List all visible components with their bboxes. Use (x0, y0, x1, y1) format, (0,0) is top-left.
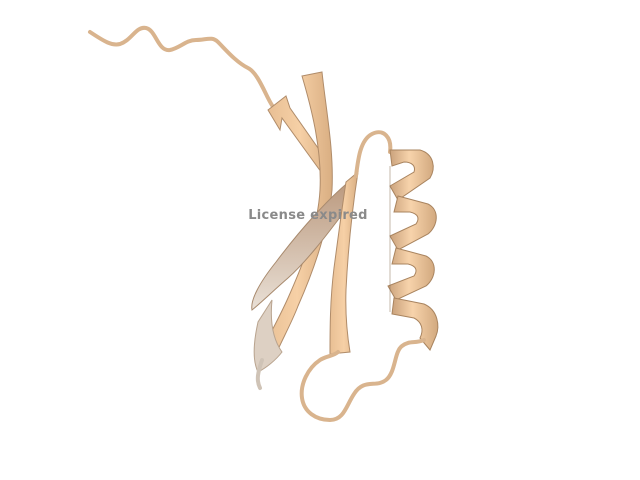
c-terminal-coil (299, 338, 426, 423)
helix-linker-coil (354, 130, 393, 178)
beta-strand-4 (329, 170, 359, 355)
license-watermark: License expired (248, 208, 368, 223)
bottom-left-loop (255, 358, 264, 390)
beta-strand-5-shaded (253, 299, 283, 373)
beta-strand-3-shaded (251, 174, 357, 311)
n-terminal-coil (88, 25, 282, 116)
alpha-helix (387, 149, 439, 351)
